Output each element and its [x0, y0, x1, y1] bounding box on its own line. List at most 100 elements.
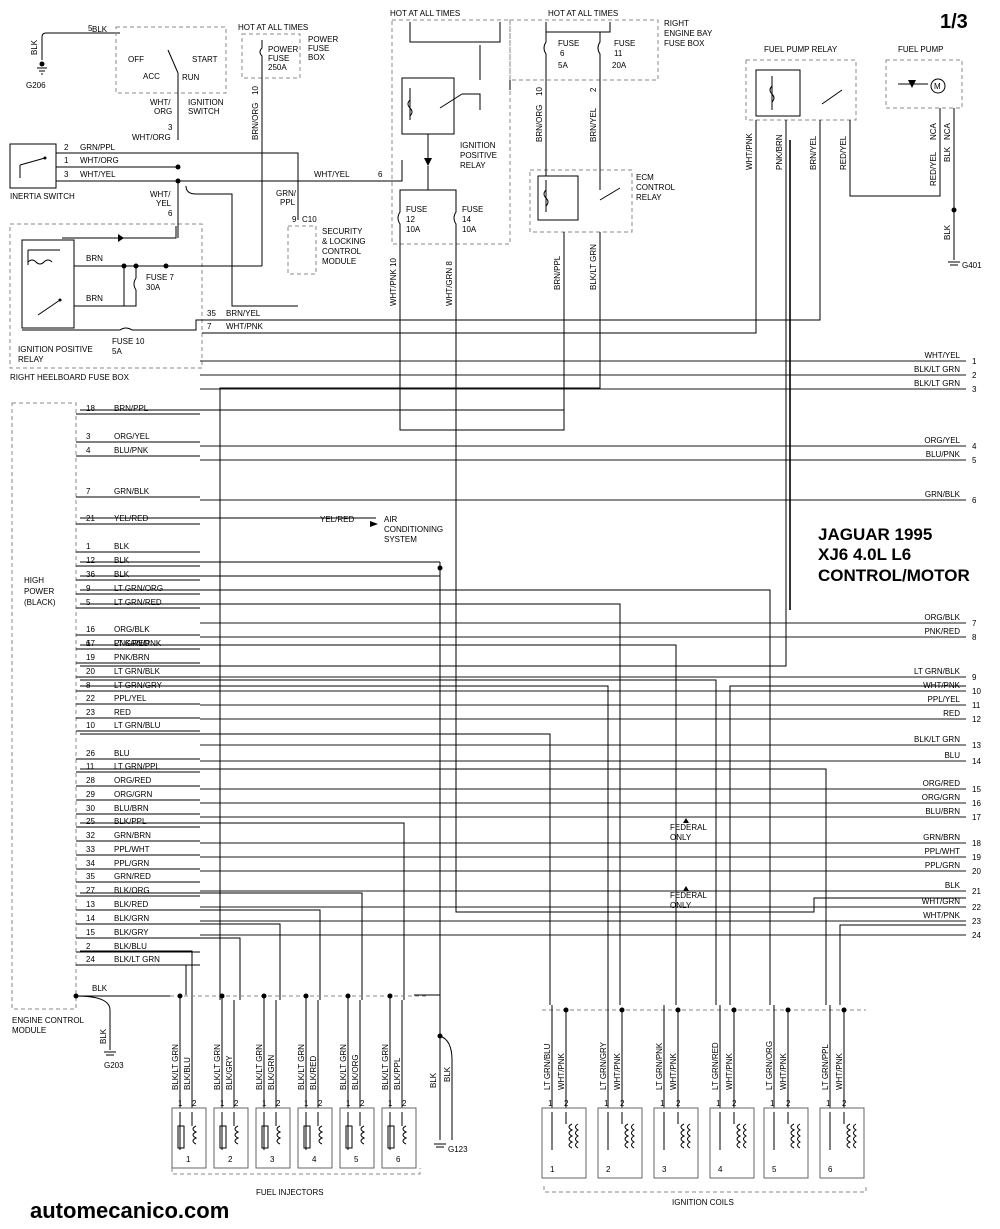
ecm-pin-number: 20 [86, 667, 95, 676]
pin-label: 1 [262, 1099, 267, 1108]
fuse-label: 20A [612, 61, 627, 70]
ground-g123: G123 [448, 1145, 468, 1154]
pin-label: 2 [620, 1099, 625, 1108]
ref-number: 12 [972, 715, 981, 724]
ecm-pin-wire-color: BLK/RED [114, 900, 148, 909]
pin-label: 1 [548, 1099, 553, 1108]
injector-wire-label: BLK/LT GRN [171, 1044, 180, 1090]
wire-label: WHT/YEL [314, 170, 350, 179]
federal-label: ONLY [670, 833, 692, 842]
ref-number: 18 [972, 839, 981, 848]
ref-wire-color: GRN/BLK [925, 490, 961, 499]
coil-winding-symbol [607, 1112, 630, 1150]
ref-number: 13 [972, 741, 981, 750]
pin-label: 3 [168, 123, 173, 132]
connector-label: NCA [929, 122, 938, 140]
ref-wire-color: LT GRN/BLK [914, 667, 961, 676]
coil-body [653, 1107, 699, 1179]
fuse-label: FUSE 10 [112, 337, 145, 346]
relay-label: IGNITION [460, 141, 496, 150]
injector-wire-label: BLK/LT GRN [381, 1044, 390, 1090]
ecm-pin-wire-color: LT GRN/ORG [114, 584, 163, 593]
fuse-label: 5A [558, 61, 568, 70]
coil-number: 3 [662, 1165, 667, 1174]
ecm-pin-number: 3 [86, 432, 91, 441]
component-label: IGNITION [188, 98, 224, 107]
pin-label: 5 [88, 24, 93, 33]
ecm-pin-number: 35 [86, 872, 95, 881]
coil-wire-label: WHT/PNK [613, 1052, 622, 1090]
ecm-pin-number: 6 [86, 639, 91, 648]
pin-label: 1 [220, 1099, 225, 1108]
ac-label: CONDITIONING [384, 525, 443, 534]
page-number: 1/3 [940, 11, 968, 33]
ref-wire-color: PNK/RED [924, 627, 960, 636]
wire-label: BLK [92, 984, 108, 993]
ref-wire-color: WHT/PNK [923, 681, 961, 690]
relay-label: ECM [636, 173, 654, 182]
ecm-pin-wire-color: PPL/YEL [114, 694, 147, 703]
ecm-pin-wire-color: ORG/GRN [114, 790, 152, 799]
ref-wire-color: WHT/PNK [923, 911, 961, 920]
coil-number: 1 [550, 1165, 555, 1174]
wire-label: BRN/PPL [553, 255, 562, 290]
hot-label: HOT AT ALL TIMES [548, 9, 618, 18]
coils-label: IGNITION COILS [672, 1198, 734, 1207]
ecm-pin-number: 4 [86, 446, 91, 455]
ref-wire-color: RED [943, 709, 960, 718]
title-line-1: JAGUAR 1995 [818, 525, 932, 544]
ref-number: 5 [972, 456, 977, 465]
pin-label: 2 [360, 1099, 365, 1108]
ecm-pin-number: 34 [86, 859, 95, 868]
ecm-pin-wire-color: BRN/PPL [114, 404, 149, 413]
ecm-pin-wire-color: ORG/YEL [114, 432, 150, 441]
ecm-pin-number: 23 [86, 708, 95, 717]
ref-number: 10 [972, 687, 981, 696]
ecm-pin-number: 5 [86, 598, 91, 607]
relay-label: RELAY [18, 355, 44, 364]
pin-label: 2 [842, 1099, 847, 1108]
wire-label: BRN/YEL [589, 107, 598, 142]
wire-label: BRN [86, 254, 103, 263]
ref-number: 23 [972, 917, 981, 926]
ecm-label: ENGINE CONTROL [12, 1016, 85, 1025]
ref-wire-color: BLK/LT GRN [914, 365, 960, 374]
fuse-label: FUSE 7 [146, 273, 175, 282]
coil-winding-symbol [575, 1123, 579, 1149]
ref-wire-color: ORG/RED [923, 779, 961, 788]
ecm-pin-wire-color: BLK/GRN [114, 914, 149, 923]
ecm-pin-wire-color: GRN/BLK [114, 487, 150, 496]
coil-body [819, 1107, 865, 1179]
wire-label: YEL/RED [320, 515, 354, 524]
ecm-pin-wire-color: PNK/RED [114, 639, 150, 648]
wire-label: WHT/PNK 10 [389, 257, 398, 306]
pin-label: 1 [388, 1099, 393, 1108]
coil-wire-label: LT GRN/RED [711, 1042, 720, 1090]
coil-number: 5 [772, 1165, 777, 1174]
injector-wire-label: BLK/ORG [351, 1054, 360, 1090]
injector-number: 4 [312, 1155, 317, 1164]
wire-label: GRN/PPL [80, 143, 116, 152]
ground-g401: G401 [962, 261, 982, 270]
fuse-label: 30A [146, 283, 161, 292]
ecm-pin-wire-color: BLK/ORG [114, 886, 150, 895]
ecm-pin-number: 32 [86, 831, 95, 840]
pin-label: 1 [346, 1099, 351, 1108]
ecm-pin-wire-color: GRN/BRN [114, 831, 151, 840]
ref-number: 1 [972, 357, 977, 366]
injector-number: 6 [396, 1155, 401, 1164]
ref-number: 16 [972, 799, 981, 808]
relay-label: CONTROL [636, 183, 676, 192]
wire-label: BLK [30, 39, 39, 55]
ref-wire-color: BLK/LT GRN [914, 735, 960, 744]
ecm-pin-number: 19 [86, 653, 95, 662]
ref-wire-color: PPL/GRN [925, 861, 960, 870]
pin-label: 2 [732, 1099, 737, 1108]
diagram-title: JAGUAR 1995 XJ6 4.0L L6 CONTROL/MOTOR [818, 525, 970, 585]
fuse-label: FUSE [558, 39, 579, 48]
title-line-3: CONTROL/MOTOR [818, 566, 970, 585]
fuse-label: 12 [406, 215, 415, 224]
ecm-label: POWER [24, 587, 54, 596]
